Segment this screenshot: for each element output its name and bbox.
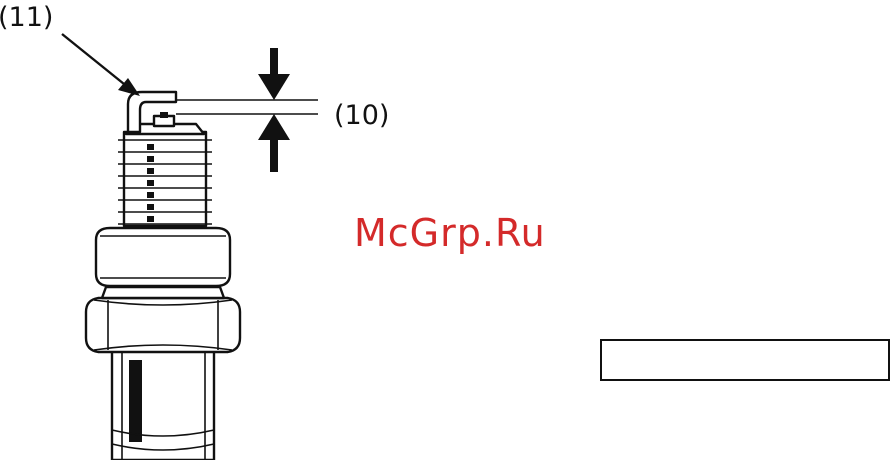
electrode-leader-arrow	[62, 34, 140, 96]
info-box	[601, 340, 889, 380]
spark-plug	[86, 92, 240, 460]
plug-washer	[96, 228, 230, 286]
watermark-text: McGrp.Ru	[354, 211, 546, 255]
arrow-up-icon	[258, 114, 290, 172]
gap-callout-label: (10)	[334, 100, 389, 131]
plug-gasket	[102, 287, 224, 298]
plug-threads	[118, 132, 212, 226]
arrow-down-icon	[258, 48, 290, 100]
electrode-callout-label: (11)	[0, 2, 53, 33]
plug-hex-nut	[86, 298, 240, 352]
plug-lower-body	[112, 344, 214, 460]
